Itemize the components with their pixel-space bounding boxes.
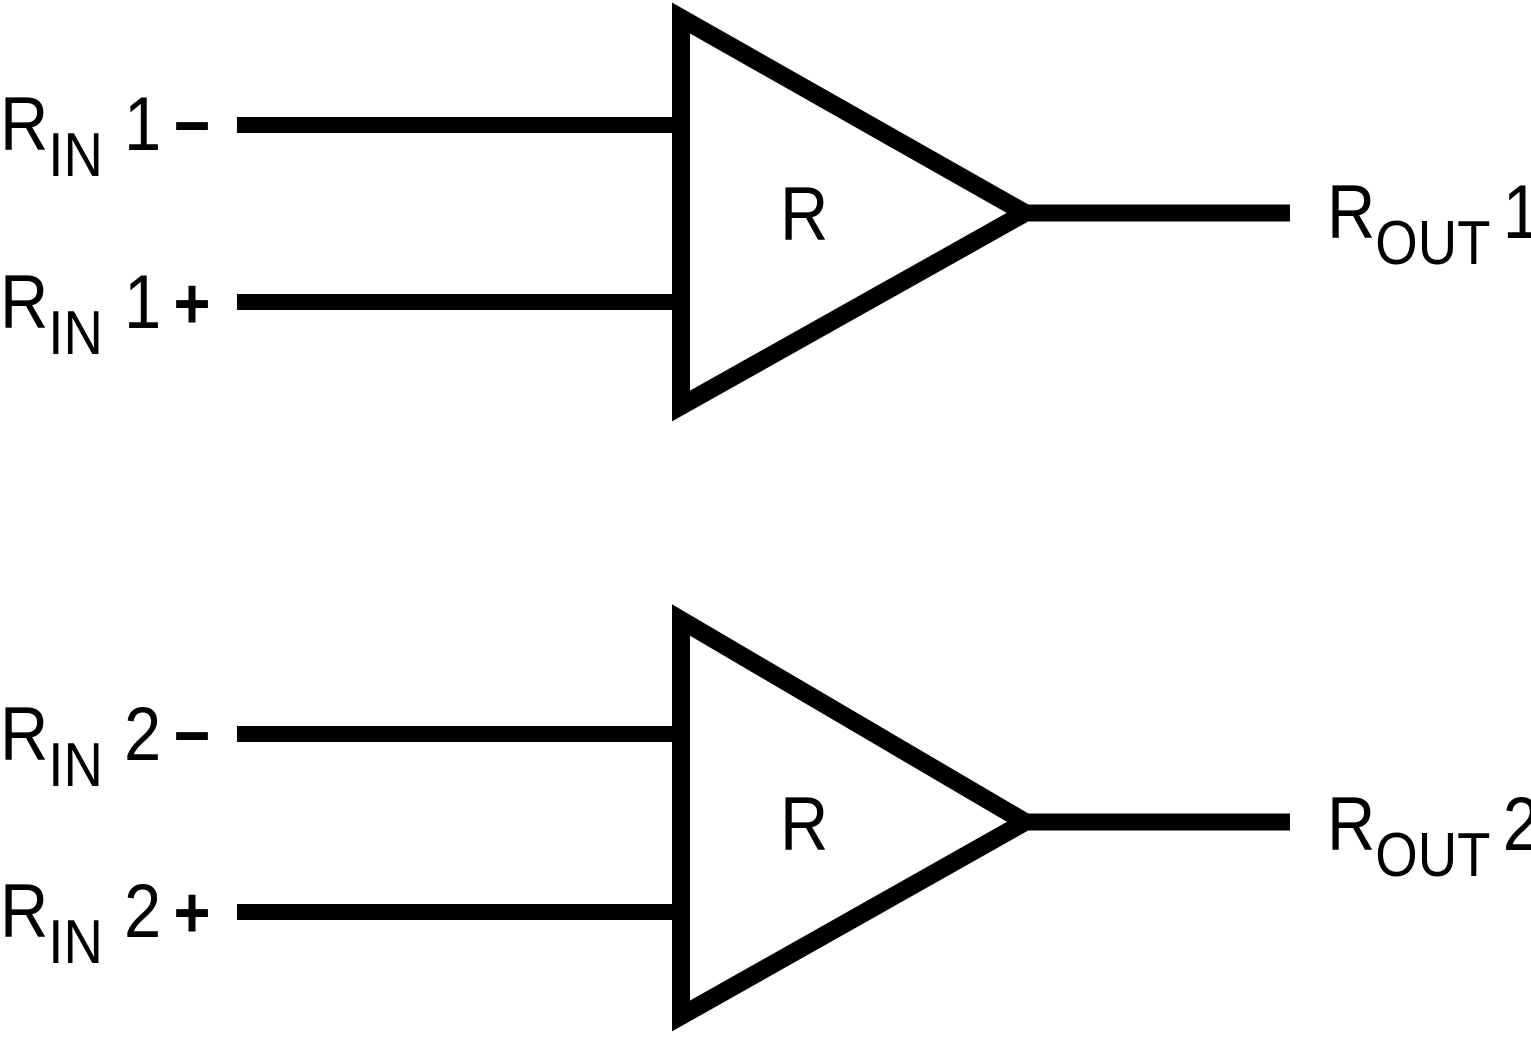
amp2-input-pos-label: RIN 2+ [0, 869, 211, 977]
signal-number: 1 [123, 260, 162, 345]
amp2-output-label: ROUT2 [1327, 782, 1531, 890]
signal-subscript: IN [48, 299, 103, 369]
signal-base: R [0, 82, 49, 167]
plus-sign: + [173, 873, 211, 953]
signal-subscript: IN [48, 908, 103, 978]
signal-number: 2 [123, 692, 162, 777]
amp1-output-label: ROUT1 [1327, 170, 1531, 278]
signal-subscript: OUT [1375, 821, 1491, 891]
amp1-symbol-label: R [780, 172, 829, 257]
signal-base: R [0, 869, 49, 954]
plus-sign: + [173, 264, 211, 344]
minus-sign: − [173, 86, 211, 166]
signal-base: R [1327, 170, 1376, 255]
amp2-input-neg-label: RIN 2− [0, 692, 211, 800]
signal-subscript: IN [48, 731, 103, 801]
amp2-symbol-label: R [780, 782, 829, 867]
amp1-triangle-symbol [672, 2, 1044, 422]
amp1-input-neg-label: RIN 1− [0, 82, 211, 190]
signal-number: 1 [123, 82, 162, 167]
signal-base: R [0, 260, 49, 345]
minus-sign: − [173, 696, 211, 776]
amp1-input-pos-label: RIN 1+ [0, 260, 211, 368]
signal-subscript: OUT [1375, 209, 1491, 279]
signal-number: 1 [1503, 170, 1531, 255]
signal-number: 2 [123, 869, 162, 954]
signal-number: 2 [1503, 782, 1531, 867]
signal-base: R [1327, 782, 1376, 867]
signal-base: R [0, 692, 49, 777]
signal-subscript: IN [48, 121, 103, 191]
amp2-triangle-symbol [672, 604, 1044, 1032]
